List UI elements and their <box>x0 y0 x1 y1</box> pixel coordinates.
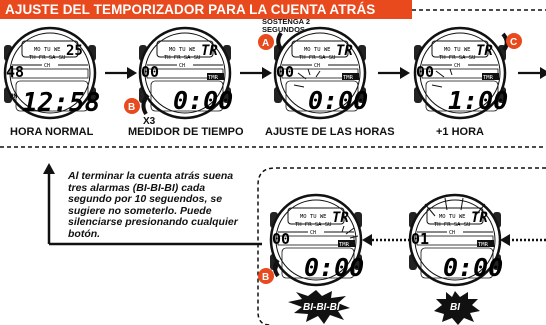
caption-hour-setting: AJUSTE DE LAS HORAS <box>265 126 395 138</box>
tmr-label: TMR <box>208 75 219 81</box>
button-b-letter: B <box>128 102 135 113</box>
watch-normal-time: MO TU WE TH FR SA SU 25 CH 48 PM 12:58 <box>2 26 100 120</box>
watch-plus-one-hour: MO TU WE TH FR SA SU TR CH 00 TMR 1:00 <box>412 26 508 120</box>
tmr-label: TMR <box>478 242 489 248</box>
watch-timer-mode: MO TU WE TH FR SA SU TR CH 00 TMR 0:00 <box>137 26 233 120</box>
days-top-label: MO TU WE <box>444 47 471 53</box>
ch-label: CH <box>449 230 455 236</box>
time-digits: 12:58 <box>22 88 100 118</box>
tmr-label: TMR <box>343 75 354 81</box>
mode-digits: TR <box>476 43 493 59</box>
button-b-pressed <box>141 93 150 116</box>
watch-alarm-single: MO TU WE TH FR SA SU TR CH 01 TMR 0:00 <box>407 193 503 287</box>
ch-label: CH <box>454 63 460 69</box>
small-digits: 00 <box>141 63 159 81</box>
arrow-right-icon <box>103 65 139 81</box>
ch-label: CH <box>314 63 320 69</box>
arrow-right-icon <box>238 65 274 81</box>
ch-label: CH <box>310 230 316 236</box>
days-top-label: MO TU WE <box>304 47 331 53</box>
days-bottom-label: TH FR SA SU <box>295 222 331 228</box>
button-a-letter: A <box>262 38 269 49</box>
watch-alarm-triple: MO TU WE TH FR SA SU TR CH 00 TMR 0:00 <box>268 193 364 287</box>
mode-digits: TR <box>471 210 488 226</box>
alarm-triple-label: BI-BI-BI <box>303 302 340 313</box>
arrow-left-icon <box>362 234 372 246</box>
days-top-label: MO TU WE <box>300 214 327 220</box>
days-bottom-label: TH FR SA SU <box>434 222 470 228</box>
mode-digits: TR <box>332 210 349 226</box>
pm-label: PM <box>10 93 18 100</box>
arrow-right-icon <box>376 65 412 81</box>
small-digits: 00 <box>272 230 290 248</box>
days-bottom-label: TH FR SA SU <box>164 55 200 61</box>
button-a-pressed <box>276 31 284 52</box>
small-digits: 00 <box>416 63 434 81</box>
button-a-icon <box>258 34 274 50</box>
button-b-pressed <box>273 258 280 278</box>
caption-plus-hour: +1 HORA <box>436 126 484 138</box>
hold-note-line1: SOSTENGA 2 <box>262 17 310 26</box>
press-count-label: X3 <box>143 116 156 127</box>
timer-digits: 0:00 <box>173 86 233 115</box>
button-b-icon <box>124 98 140 114</box>
small-digits: 01 <box>411 230 429 248</box>
alarm-burst-single: BI <box>434 291 480 325</box>
days-top-label: MO TU WE <box>34 47 61 53</box>
tmr-label: TMR <box>483 75 494 81</box>
caption-timer: MEDIDOR DE TIEMPO <box>128 126 244 138</box>
alarm-single-label: BI <box>450 302 460 313</box>
ch-label: CH <box>44 63 50 69</box>
arrow-right-icon <box>516 65 546 81</box>
button-c-letter: C <box>510 37 517 48</box>
hold-note-line2: SEGUNDOS <box>262 25 305 34</box>
days-bottom-label: TH FR SA SU <box>439 55 475 61</box>
seconds-digits: 48 <box>6 63 24 81</box>
timer-digits: 0:00 <box>304 253 364 282</box>
arrow-left-icon <box>500 234 510 246</box>
date-digits: 25 <box>66 43 83 59</box>
watch-hour-setting: MO TU WE TH FR SA SU TR CH 00 TMR 0:00 <box>272 26 368 120</box>
arrow-up-icon <box>43 163 55 174</box>
timer-digits: 0:00 <box>443 253 503 282</box>
button-b-icon <box>258 268 274 284</box>
button-b-letter: B <box>262 272 269 283</box>
mode-digits: TR <box>201 43 218 59</box>
alarm-note: Al terminar la cuenta atrás suena tres a… <box>68 170 238 240</box>
tmr-label: TMR <box>339 242 350 248</box>
timer-digits: 1:00 <box>448 86 508 115</box>
mode-digits: TR <box>336 43 353 59</box>
page-title: AJUSTE DEL TEMPORIZADOR PARA LA CUENTA A… <box>0 0 412 19</box>
alarm-burst-triple: BI-BI-BI <box>288 290 350 324</box>
button-c-icon <box>506 33 522 49</box>
days-bottom-label: TH FR SA SU <box>299 55 335 61</box>
days-top-label: MO TU WE <box>169 47 196 53</box>
caption-normal-time: HORA NORMAL <box>10 126 94 138</box>
small-digits: 00 <box>276 63 294 81</box>
days-bottom-label: TH FR SA SU <box>29 55 65 61</box>
days-top-label: MO TU WE <box>439 214 466 220</box>
timer-digits: 0:00 <box>308 86 368 115</box>
ch-label: CH <box>179 63 185 69</box>
